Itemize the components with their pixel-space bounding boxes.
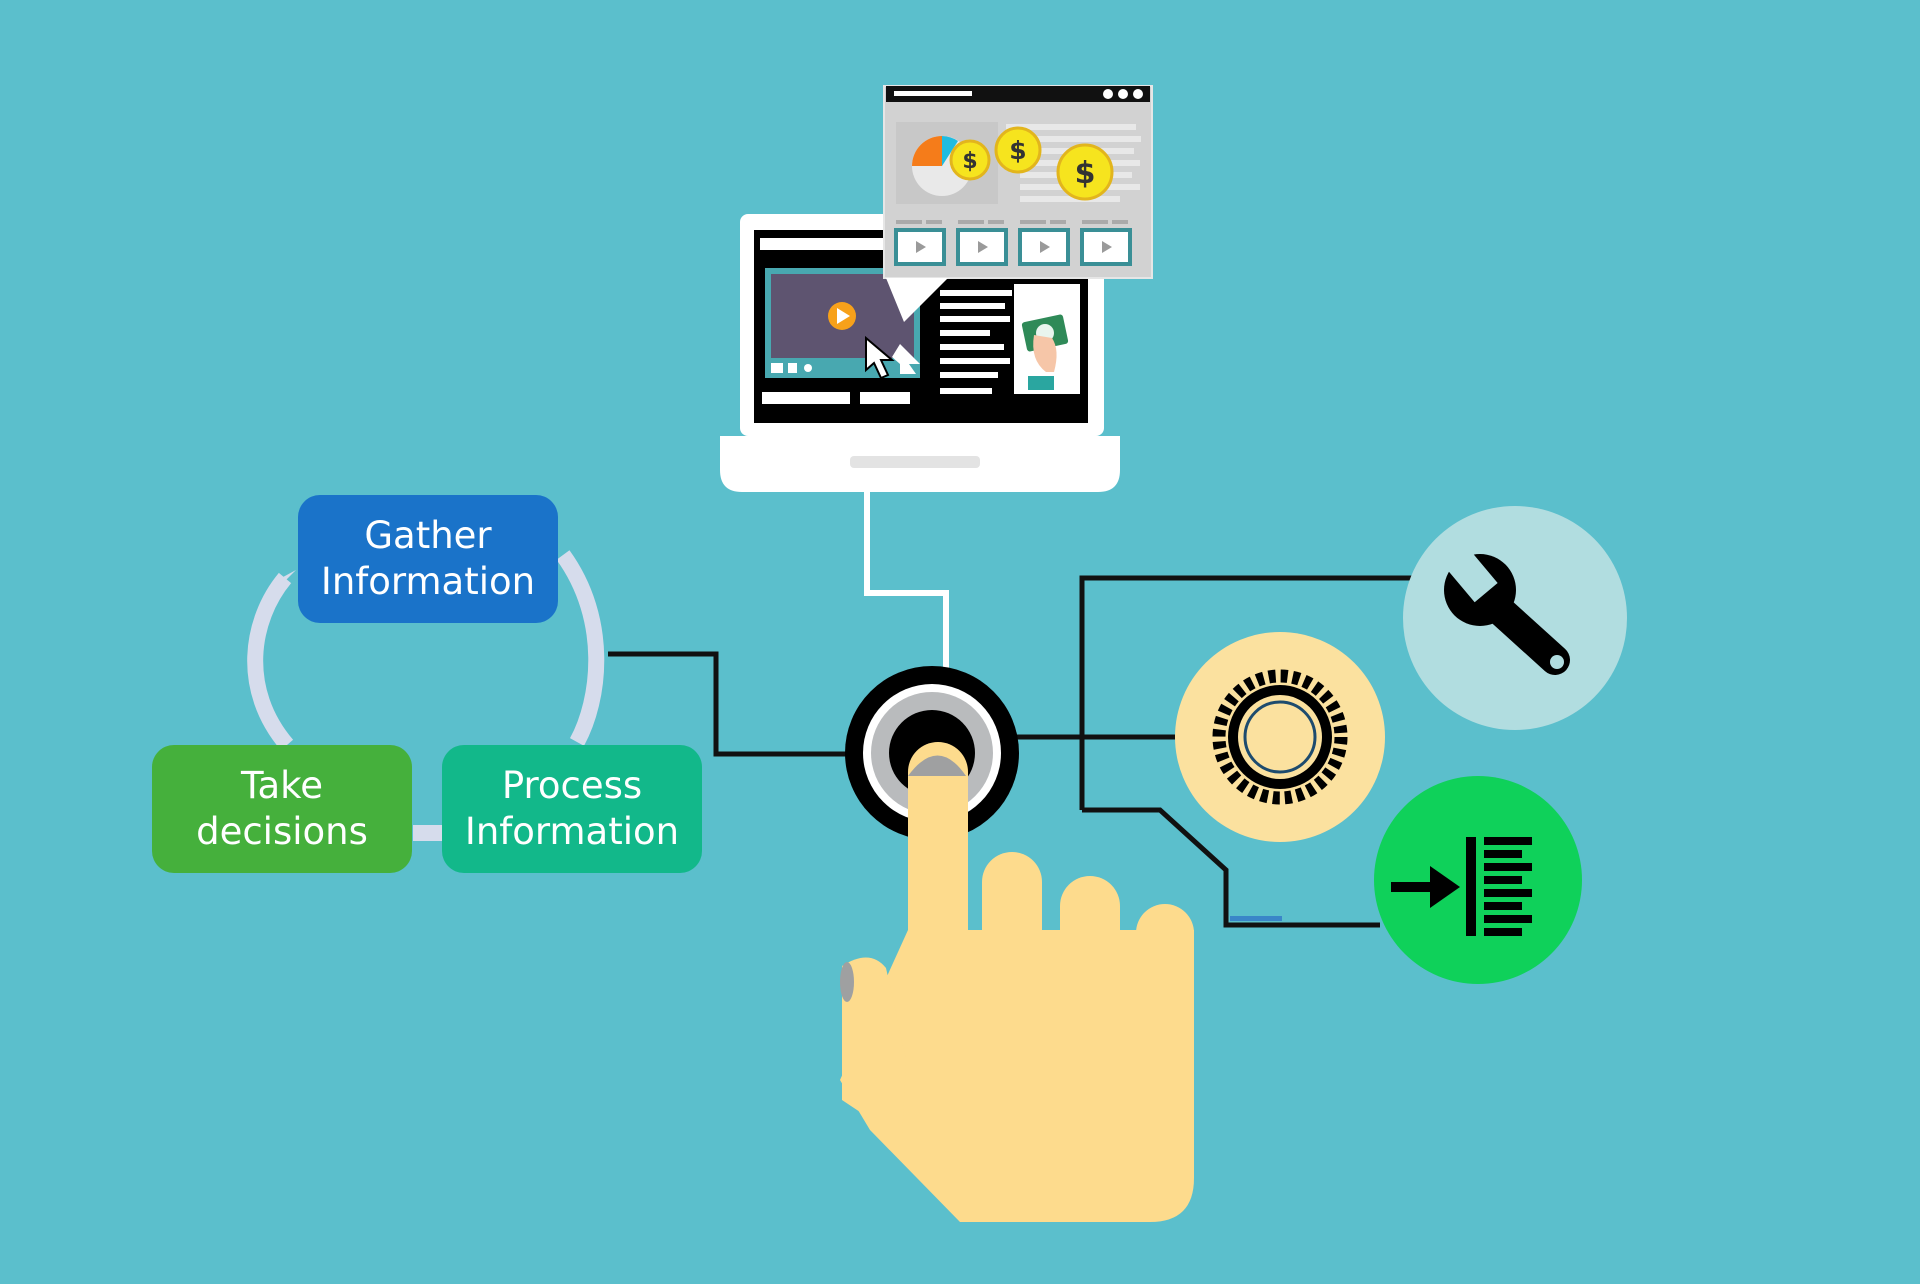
- browser-window-icon: $ $ $: [883, 85, 1153, 322]
- wires: [608, 575, 1415, 928]
- laptop-cable: [864, 492, 949, 672]
- cycle-arrows: [247, 550, 605, 841]
- indent-arrow-circle: [1374, 776, 1582, 984]
- step-decide-label: Take decisions: [196, 764, 368, 853]
- thumbnail: [840, 962, 854, 1002]
- wrench-icon: [1444, 547, 1570, 675]
- gear-icon: [1212, 669, 1348, 805]
- step-process-information: Process Information: [442, 745, 702, 873]
- svg-text:$: $: [1075, 156, 1096, 191]
- fingernail: [908, 755, 966, 776]
- step-gather-information: Gather Information: [298, 495, 558, 623]
- mouse-cursor-icon: [865, 335, 895, 380]
- svg-text:$: $: [962, 149, 977, 174]
- coin-icon: $ $ $: [949, 126, 1114, 201]
- step-process-label: Process Information: [464, 764, 680, 853]
- cycle-arrowhead: [266, 570, 296, 600]
- step-take-decisions: Take decisions: [152, 745, 412, 873]
- pointing-hand-icon: [840, 742, 1194, 1222]
- indent-arrow-icon: [1391, 837, 1532, 936]
- svg-text:$: $: [1009, 136, 1026, 165]
- money-hand-icon: [1014, 284, 1080, 394]
- step-gather-label: Gather Information: [320, 514, 536, 603]
